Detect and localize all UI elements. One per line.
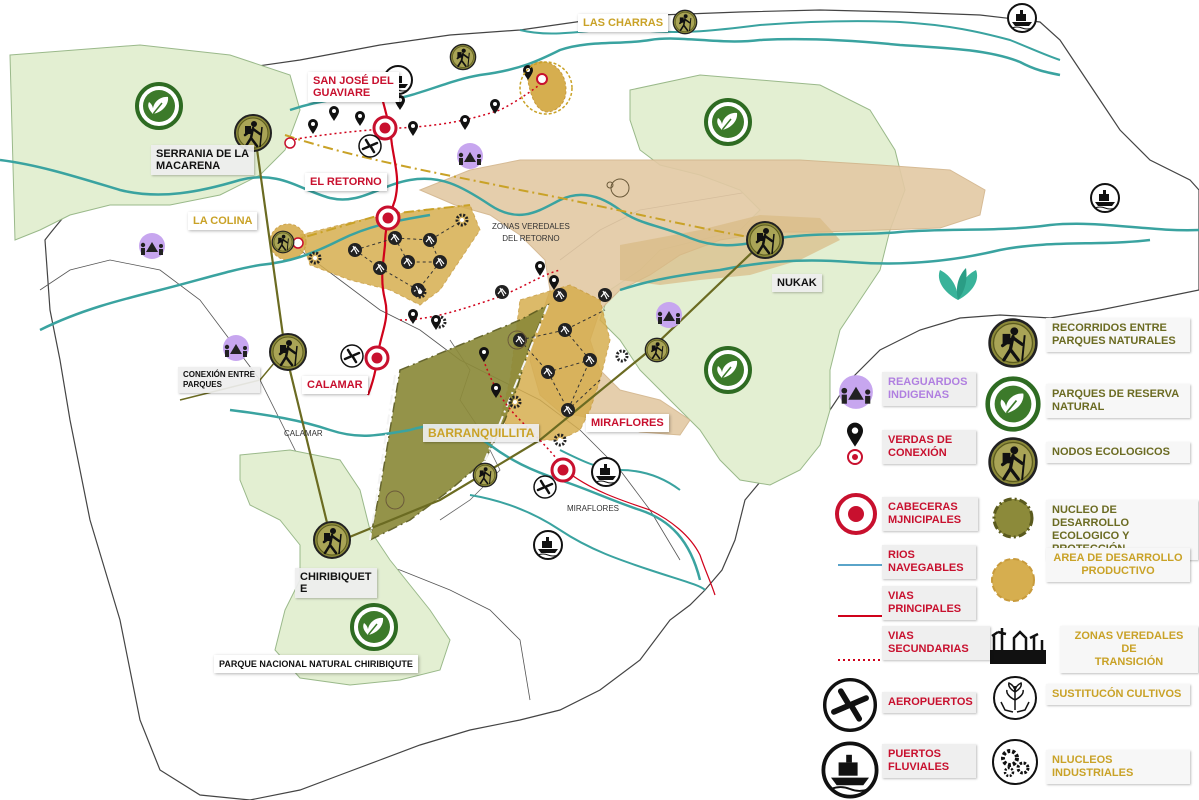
river-east: [619, 238, 1151, 292]
road-miraflores: [564, 469, 716, 596]
route-chiribiquete-nukak: [329, 239, 766, 547]
legend-area-productivo: AREA DE DESARROLLO PRODUCTIVO: [1046, 548, 1190, 582]
label-nukak: NUKAK: [772, 274, 822, 292]
legend-indigenous-icon: [839, 375, 873, 409]
legend-hiker-icon: [987, 317, 1039, 369]
cabecera-calamar: [364, 345, 390, 371]
leaf-icon: [704, 346, 752, 394]
legend-vias-principales: VIAS PRINCIPALES: [882, 586, 976, 620]
label-calamar: CALAMAR: [302, 376, 368, 394]
indigenous-icon: [457, 143, 483, 169]
label-el-retorno: EL RETORNO: [305, 173, 387, 191]
cabecera-san-jose: [372, 115, 398, 141]
label-calamar-small: CALAMAR: [284, 429, 323, 438]
legend-veredas: VERDAS DE CONEXIÓN: [882, 430, 976, 464]
legend-cabecera-dot: [848, 506, 864, 522]
legend-vereda-dot-inner: [852, 454, 858, 460]
leaf-icon: [704, 98, 752, 146]
zone-transition-band: [620, 215, 840, 285]
road-secundaria-2: [399, 269, 561, 321]
legend-zonas-transicion: ZONAS VEREDALES DE TRANSICIÓN: [1060, 626, 1198, 673]
park-macarena: [9, 44, 301, 241]
river-south-2: [469, 494, 706, 591]
corridor-macarena-nukak: [284, 134, 766, 241]
hiker-icon: [644, 337, 670, 363]
legend-gears-icon: [992, 739, 1038, 785]
ship-icon: [591, 457, 621, 487]
river-north: [0, 158, 1199, 247]
label-conexion: CONEXIÓN ENTRE PARQUES: [178, 367, 261, 393]
legend-cabeceras: CABECERAS MJNICIPALES: [882, 497, 978, 531]
legend-nucleo-swatch: [992, 497, 1034, 539]
label-zonas-veredales: ZONAS VEREDALES DEL RETORNO: [492, 222, 570, 243]
cabecera-retorno: [375, 205, 401, 231]
road-secundaria-3: [479, 349, 566, 471]
corridor-sur: [369, 374, 396, 541]
charras-ring: [519, 61, 573, 115]
ship-icon: [533, 530, 563, 560]
airplane-icon: [339, 343, 365, 369]
hiker-icon: [312, 520, 352, 560]
river-top: [289, 37, 1061, 112]
indigenous-icon: [656, 302, 682, 328]
vereda-dot: [292, 237, 304, 249]
road-secundaria-1: [289, 79, 546, 141]
legend-puertos: PUERTOS FLUVIALES: [882, 744, 976, 778]
hiker-icon: [672, 9, 698, 35]
leaf-icon: [350, 603, 398, 651]
river-south: [229, 408, 702, 581]
legend-airplane-icon: [825, 680, 876, 731]
label-chiribiquete: CHIRIBIQUET E: [295, 568, 377, 598]
legend-nucleos-industriales: NLUCLEOS INDUSTRIALES: [1046, 750, 1190, 784]
ship-icon: [1090, 183, 1120, 213]
legend-transition-icon: [990, 628, 1046, 664]
legend-aeropuertos: AEROPUERTOS: [882, 692, 976, 713]
crop-substitution-icon: [385, 178, 630, 510]
legend-ship-icon: [821, 741, 879, 799]
airplane-icon: [357, 133, 383, 159]
label-barranquillita: BARRANQUILLITA: [423, 424, 540, 442]
label-la-colina: LA COLINA: [188, 212, 258, 230]
hiker-icon: [268, 332, 308, 372]
leaf-icon: [135, 82, 183, 130]
legend-reaguardos: REAGUARDOS INDIGENAS: [882, 372, 976, 406]
legend-sustitucion: SUSTITUCÓN CULTIVOS: [1046, 684, 1190, 705]
hiker-icon: [271, 230, 295, 254]
airplane-icon: [532, 474, 558, 500]
legend-pin-icon: [847, 422, 863, 447]
label-las-charras: LAS CHARRAS: [578, 14, 669, 32]
legend-recorridos: RECORRIDOS ENTRE PARQUES NATURALES: [1046, 318, 1190, 352]
cabecera-charras: [536, 73, 548, 85]
hiker-icon: [745, 220, 785, 260]
area-productivo-charras: [526, 61, 567, 113]
legend-rios: RIOS NAVEGABLES: [882, 545, 976, 579]
river-middle: [39, 213, 431, 332]
legend-sustitucion-icon: [993, 676, 1037, 720]
legend-node-icon: [987, 436, 1039, 488]
ship-icon: [1007, 3, 1037, 33]
cabecera-miraflores: [550, 457, 576, 483]
vereda-dot: [284, 137, 296, 149]
legend-vias-secundarias: VIAS SECUNDARIAS: [882, 626, 990, 660]
hiker-icon: [449, 43, 477, 71]
legend-parques-reserva: PARQUES DE RESERVA NATURAL: [1046, 384, 1190, 418]
leaf-logo-icon: [938, 268, 978, 300]
legend-leaf-icon: [988, 379, 1039, 430]
hiker-icon: [472, 462, 498, 488]
indigenous-icon: [139, 233, 165, 259]
legend-area-swatch: [991, 558, 1035, 602]
indigenous-icon: [223, 335, 249, 361]
label-san-jose: SAN JOSÉ DEL GUAVIARE: [308, 72, 399, 102]
corridor-sur-2: [484, 304, 549, 461]
label-miraflores-small: MIRAFLORES: [567, 504, 620, 513]
legend-nodos: NODOS ECOLOGICOS: [1046, 442, 1190, 463]
label-miraflores: MIRAFLORES: [586, 414, 669, 432]
label-serrania: SERRANIA DE LA MACARENA: [151, 145, 255, 175]
label-parque-chiribiquete: PARQUE NACIONAL NATURAL CHIRIBIQUTE: [214, 655, 418, 673]
